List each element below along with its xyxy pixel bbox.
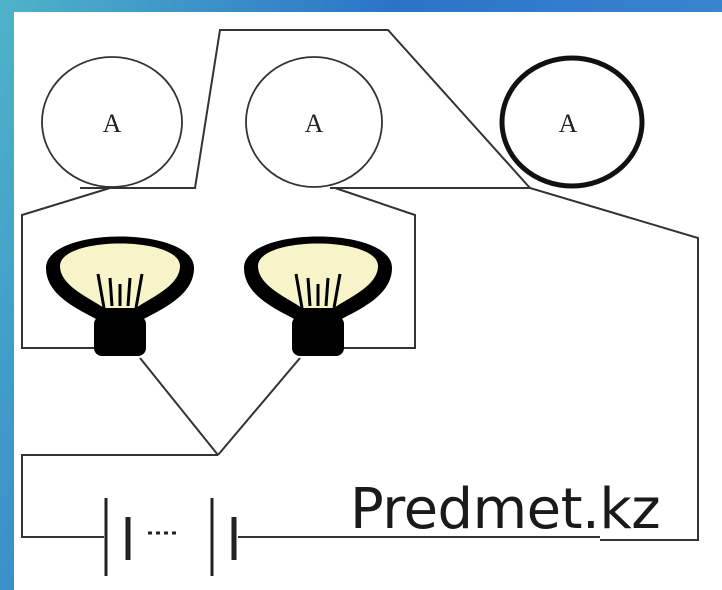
lamp-icon <box>46 236 194 356</box>
ammeter-2-label: A <box>305 109 324 138</box>
ammeter-3: A <box>499 55 645 189</box>
wire-lamp2-to-junction <box>217 357 301 456</box>
lamp-icon <box>244 236 392 356</box>
ammeter-3-label: A <box>559 109 578 138</box>
ammeter-2: A <box>245 56 383 188</box>
battery-icon <box>104 498 237 576</box>
wire-lamp1-to-junction <box>139 357 219 456</box>
wire-top <box>80 29 699 541</box>
wire-left-branch <box>21 187 111 349</box>
ammeter-1: A <box>41 56 183 188</box>
wire-junction-to-battery <box>21 454 218 538</box>
ammeter-1-label: A <box>103 109 122 138</box>
watermark-text: Predmet.kz <box>350 477 661 542</box>
wire-middle-branch <box>334 187 416 349</box>
